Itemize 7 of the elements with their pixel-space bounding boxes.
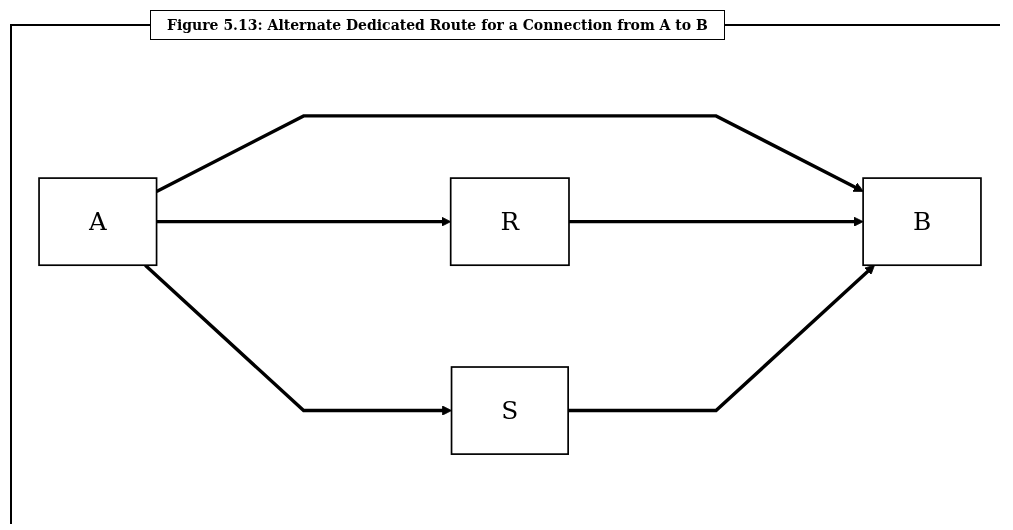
node-box: A bbox=[38, 177, 158, 267]
figure-title: Figure 5.13: Alternate Dedicated Route for a Connection from A to B bbox=[150, 10, 725, 40]
node-box: B bbox=[862, 177, 982, 267]
arrow bbox=[568, 264, 875, 413]
arrow bbox=[569, 216, 864, 227]
node-box: R bbox=[449, 177, 570, 267]
node-box: S bbox=[450, 366, 569, 455]
